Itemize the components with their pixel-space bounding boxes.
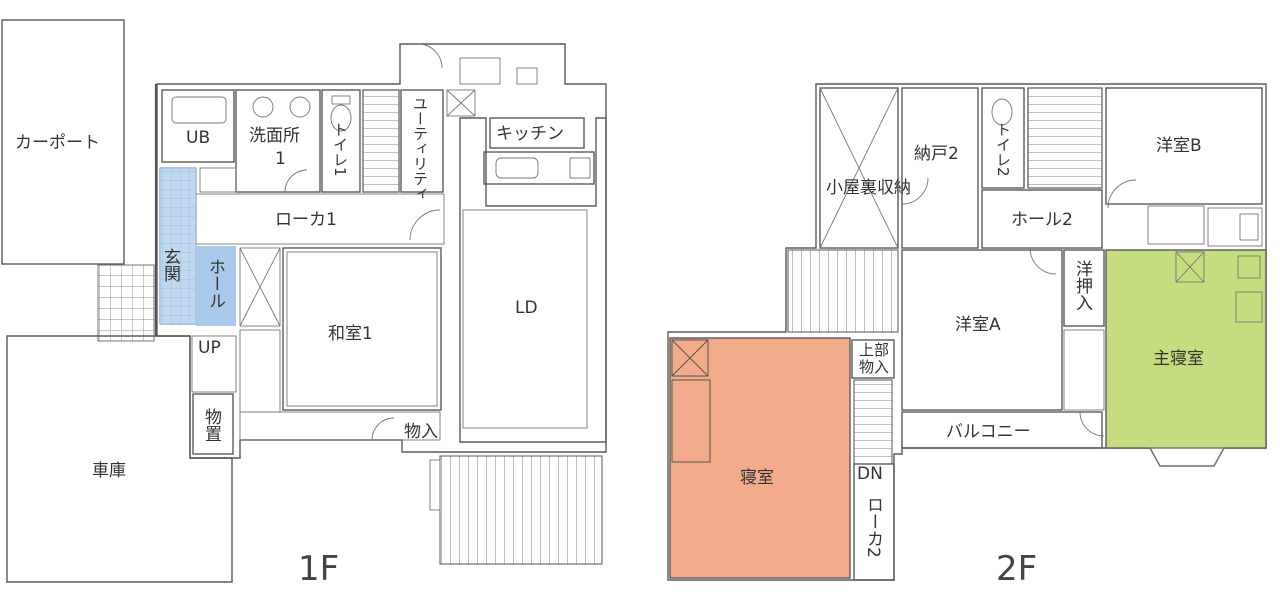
western-b-room xyxy=(1105,87,1263,205)
washitsu-room xyxy=(282,247,442,411)
upper-closet-label-2: 物入 xyxy=(859,358,890,376)
stair1 xyxy=(362,89,400,193)
western-b-label: 洋室B xyxy=(1156,136,1202,156)
bathroom-label: UB xyxy=(186,128,211,148)
washroom-label: 洗面所 xyxy=(249,126,300,146)
attic-label: 小屋裏収納 xyxy=(826,178,911,198)
stair2 xyxy=(1027,87,1103,189)
stair-dn xyxy=(853,379,893,465)
bathroom-room xyxy=(161,89,235,163)
storage-label: 物置 xyxy=(201,408,221,442)
kitchen-label: キッチン xyxy=(496,124,564,144)
kitchen-counter xyxy=(489,117,585,149)
attic-room xyxy=(819,87,899,249)
wood-deck xyxy=(439,455,603,565)
garage-area xyxy=(6,335,233,583)
toilet2-room xyxy=(981,87,1025,189)
western-closet-label: 洋押入 xyxy=(1072,260,1092,311)
floor1-outline xyxy=(156,43,607,459)
upper-closet-label: 上部 xyxy=(859,341,890,359)
floor2-title: 2F xyxy=(996,549,1038,589)
corridor2-label: ローカ2 xyxy=(863,496,883,558)
western-a-label: 洋室A xyxy=(955,315,1001,335)
master-bedroom-label: 主寝室 xyxy=(1153,349,1204,369)
hall2-room xyxy=(981,189,1103,249)
storage-room xyxy=(192,393,234,455)
floor1-title: 1F xyxy=(298,549,340,589)
washroom-number: 1 xyxy=(275,149,286,169)
up-stair xyxy=(191,335,237,393)
garage-label: 車庫 xyxy=(92,461,126,481)
floor1-plan xyxy=(1,19,607,583)
master-bedroom xyxy=(1105,249,1267,449)
corridor2-area xyxy=(853,463,895,581)
washitsu-label: 和室1 xyxy=(328,324,373,344)
nando-label: 納戸2 xyxy=(914,144,959,164)
balcony-label: バルコニー xyxy=(946,422,1031,442)
dn-label: DN xyxy=(857,464,883,484)
wash-basin xyxy=(252,96,274,118)
bedroom-label: 寝室 xyxy=(740,468,774,488)
hall-floor xyxy=(196,246,236,326)
balcony-area xyxy=(901,411,1103,449)
up-label: UP xyxy=(198,338,221,358)
ld-room xyxy=(459,117,607,443)
toilet1-bowl xyxy=(330,104,352,132)
hall-label: ホール xyxy=(205,258,225,309)
floor2-plan xyxy=(667,83,1267,581)
toilet2-label: トイレ2 xyxy=(994,122,1012,177)
washer xyxy=(289,96,311,118)
bathtub xyxy=(171,96,227,124)
utility-room xyxy=(400,89,444,193)
entrance-approach xyxy=(97,264,155,342)
bedroom-room xyxy=(669,337,851,579)
western-a-room xyxy=(901,249,1063,411)
closet-label: 物入 xyxy=(404,422,438,442)
western-closet xyxy=(1063,249,1105,327)
kitchen-sink xyxy=(483,151,595,185)
utility-label: ユーティリティ xyxy=(411,96,429,201)
corridor1-label: ローカ1 xyxy=(275,210,337,230)
toilet1-label: トイレ1 xyxy=(331,122,349,177)
genkan-fill xyxy=(160,168,196,324)
hall2-label: ホール2 xyxy=(1011,210,1073,230)
toilet2-bowl xyxy=(991,98,1013,126)
upper-closet xyxy=(851,339,895,379)
ld-label: LD xyxy=(515,298,538,318)
carport-label: カーポート xyxy=(15,133,100,153)
toilet1-room xyxy=(321,89,361,193)
washroom-room xyxy=(235,89,321,193)
genkan-label: 玄関 xyxy=(160,248,180,282)
carport-area xyxy=(1,19,125,265)
nando-room xyxy=(901,87,979,249)
